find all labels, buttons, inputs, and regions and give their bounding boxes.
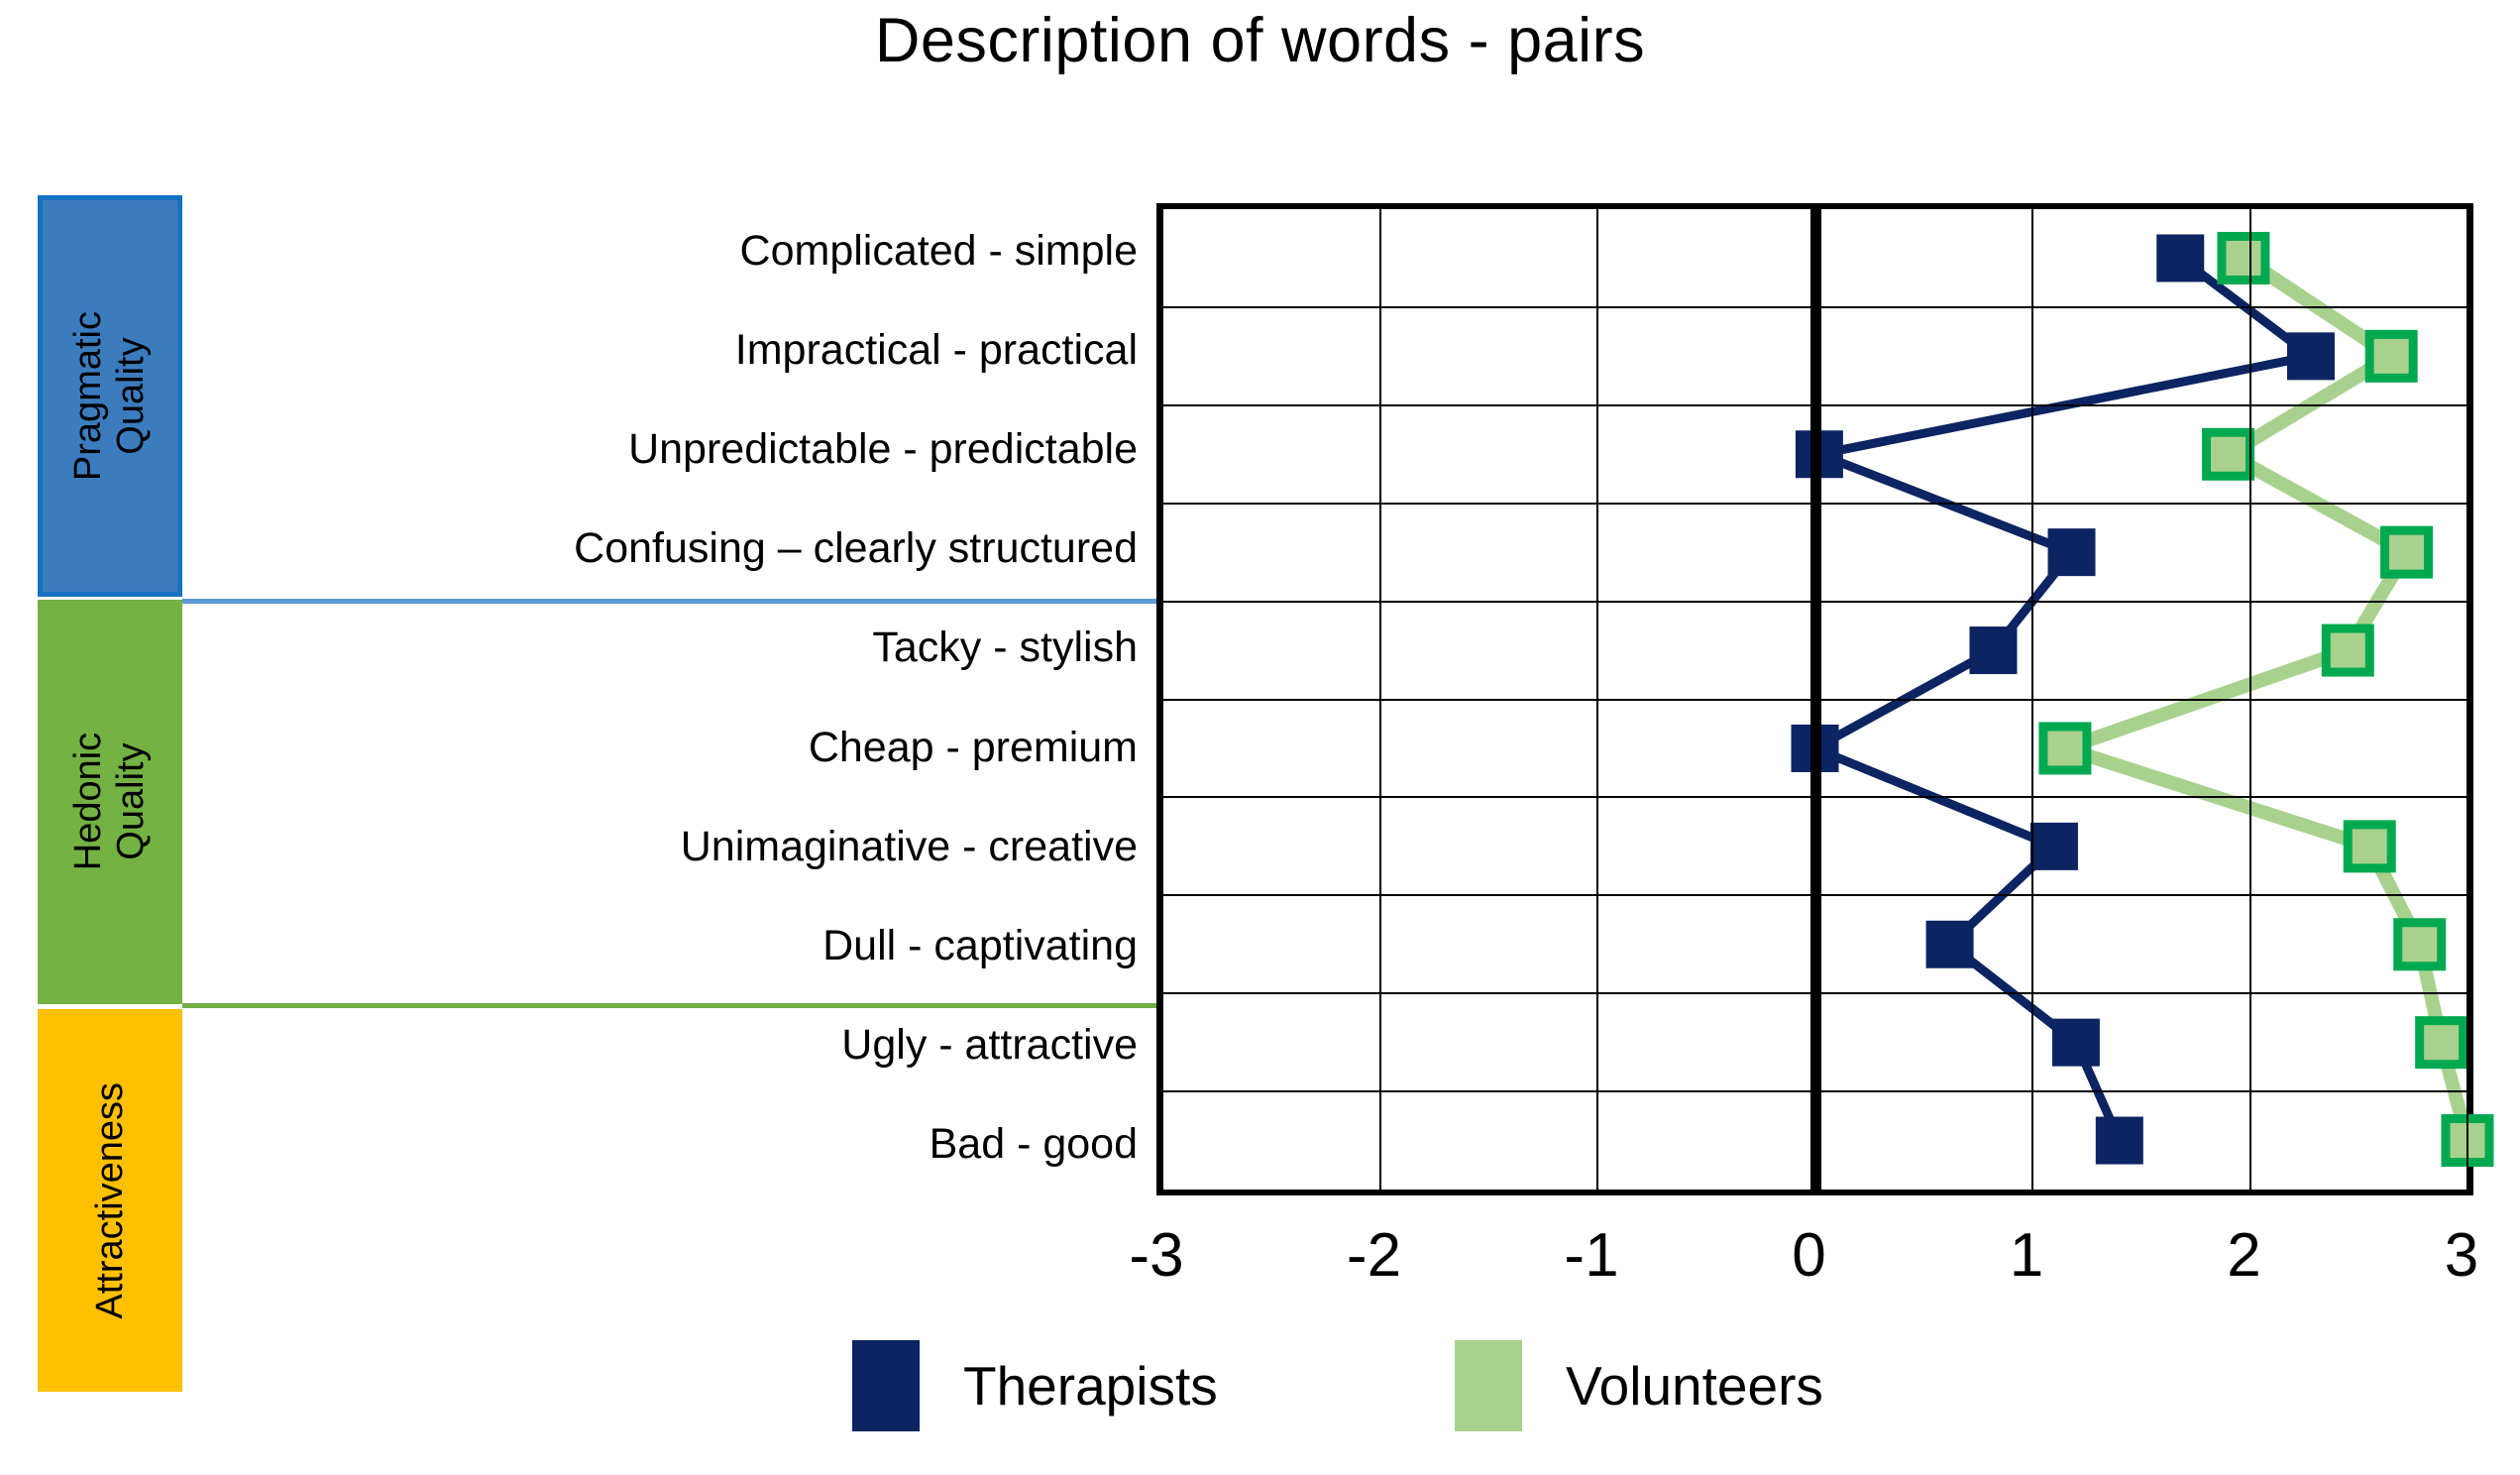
category-label-hedonic-quality: Hedonic Quality bbox=[67, 733, 152, 871]
data-point-marker bbox=[2364, 329, 2418, 383]
row-label: Bad - good bbox=[929, 1119, 1138, 1168]
legend-swatch-therapists bbox=[852, 1340, 920, 1431]
x-tick-label: -2 bbox=[1346, 1221, 1402, 1290]
horizontal-gridline bbox=[1162, 698, 2467, 701]
horizontal-gridline bbox=[1162, 403, 2467, 406]
data-point-marker bbox=[1925, 920, 1974, 968]
category-label-pragmatic-quality: Pragmatic Quality bbox=[67, 310, 152, 482]
vertical-gridline bbox=[2466, 209, 2468, 1190]
x-axis-tick-labels: -3 -2 -1 0 1 2 3 bbox=[1129, 1211, 2478, 1301]
data-point-marker bbox=[2156, 234, 2205, 283]
data-point-marker bbox=[2029, 822, 2078, 870]
row-label: Complicated - simple bbox=[739, 227, 1138, 275]
x-tick-label: 2 bbox=[2227, 1221, 2261, 1290]
data-point-marker bbox=[2038, 722, 2092, 775]
legend-label-volunteers: Volunteers bbox=[1566, 1355, 1823, 1417]
legend-swatch-volunteers bbox=[1455, 1340, 1522, 1431]
data-point-marker bbox=[2202, 427, 2255, 481]
horizontal-gridline bbox=[1162, 502, 2467, 505]
row-label: Unpredictable - predictable bbox=[628, 425, 1138, 474]
divider-hedonic-attractiveness bbox=[182, 1003, 1173, 1008]
data-point-marker bbox=[2393, 918, 2447, 971]
data-point-marker bbox=[1969, 626, 2018, 675]
page-title: Description of words - pairs bbox=[874, 6, 1646, 75]
legend-item-therapists: Therapists bbox=[852, 1340, 1218, 1431]
data-point-marker bbox=[2343, 820, 2396, 873]
row-label: Impractical - practical bbox=[734, 326, 1138, 375]
category-block-pragmatic-quality: Pragmatic Quality bbox=[38, 195, 182, 597]
divider-pragmatic-hedonic bbox=[182, 599, 1173, 604]
row-label: Ugly - attractive bbox=[841, 1020, 1138, 1069]
data-point-marker bbox=[2095, 1116, 2143, 1165]
data-point-marker bbox=[2047, 528, 2096, 577]
row-label: Tacky - stylish bbox=[872, 624, 1138, 672]
row-label: Cheap - premium bbox=[808, 723, 1138, 771]
category-label-attractiveness: Attractiveness bbox=[88, 1081, 131, 1319]
legend-label-therapists: Therapists bbox=[963, 1355, 1218, 1417]
data-point-marker bbox=[2051, 1018, 2100, 1067]
horizontal-gridline bbox=[1162, 796, 2467, 799]
plot-area bbox=[1156, 203, 2494, 1195]
horizontal-gridline bbox=[1162, 1090, 2467, 1093]
plot-inner bbox=[1161, 209, 2494, 1190]
horizontal-gridline bbox=[1162, 600, 2467, 603]
legend-item-volunteers: Volunteers bbox=[1455, 1340, 1823, 1431]
x-tick-label: 1 bbox=[2009, 1221, 2044, 1290]
x-tick-label: 0 bbox=[1792, 1221, 1826, 1290]
horizontal-gridline bbox=[1162, 992, 2467, 995]
data-point-marker bbox=[2286, 332, 2335, 381]
category-block-attractiveness: Attractiveness bbox=[38, 1009, 182, 1392]
horizontal-gridline bbox=[1162, 305, 2467, 308]
category-block-hedonic-quality: Hedonic Quality bbox=[38, 600, 182, 1004]
data-point-marker bbox=[2217, 231, 2270, 284]
row-label: Unimaginative - creative bbox=[680, 822, 1138, 870]
x-tick-label: 3 bbox=[2444, 1221, 2479, 1290]
data-point-marker bbox=[2380, 525, 2434, 579]
data-point-marker bbox=[2321, 624, 2374, 677]
row-label: Dull - captivating bbox=[822, 921, 1138, 969]
horizontal-gridline bbox=[1162, 894, 2467, 897]
x-tick-label: -3 bbox=[1129, 1221, 1184, 1290]
row-label: Confusing – clearly structured bbox=[574, 524, 1138, 573]
x-tick-label: -1 bbox=[1564, 1221, 1619, 1290]
data-point-marker bbox=[2415, 1016, 2468, 1070]
